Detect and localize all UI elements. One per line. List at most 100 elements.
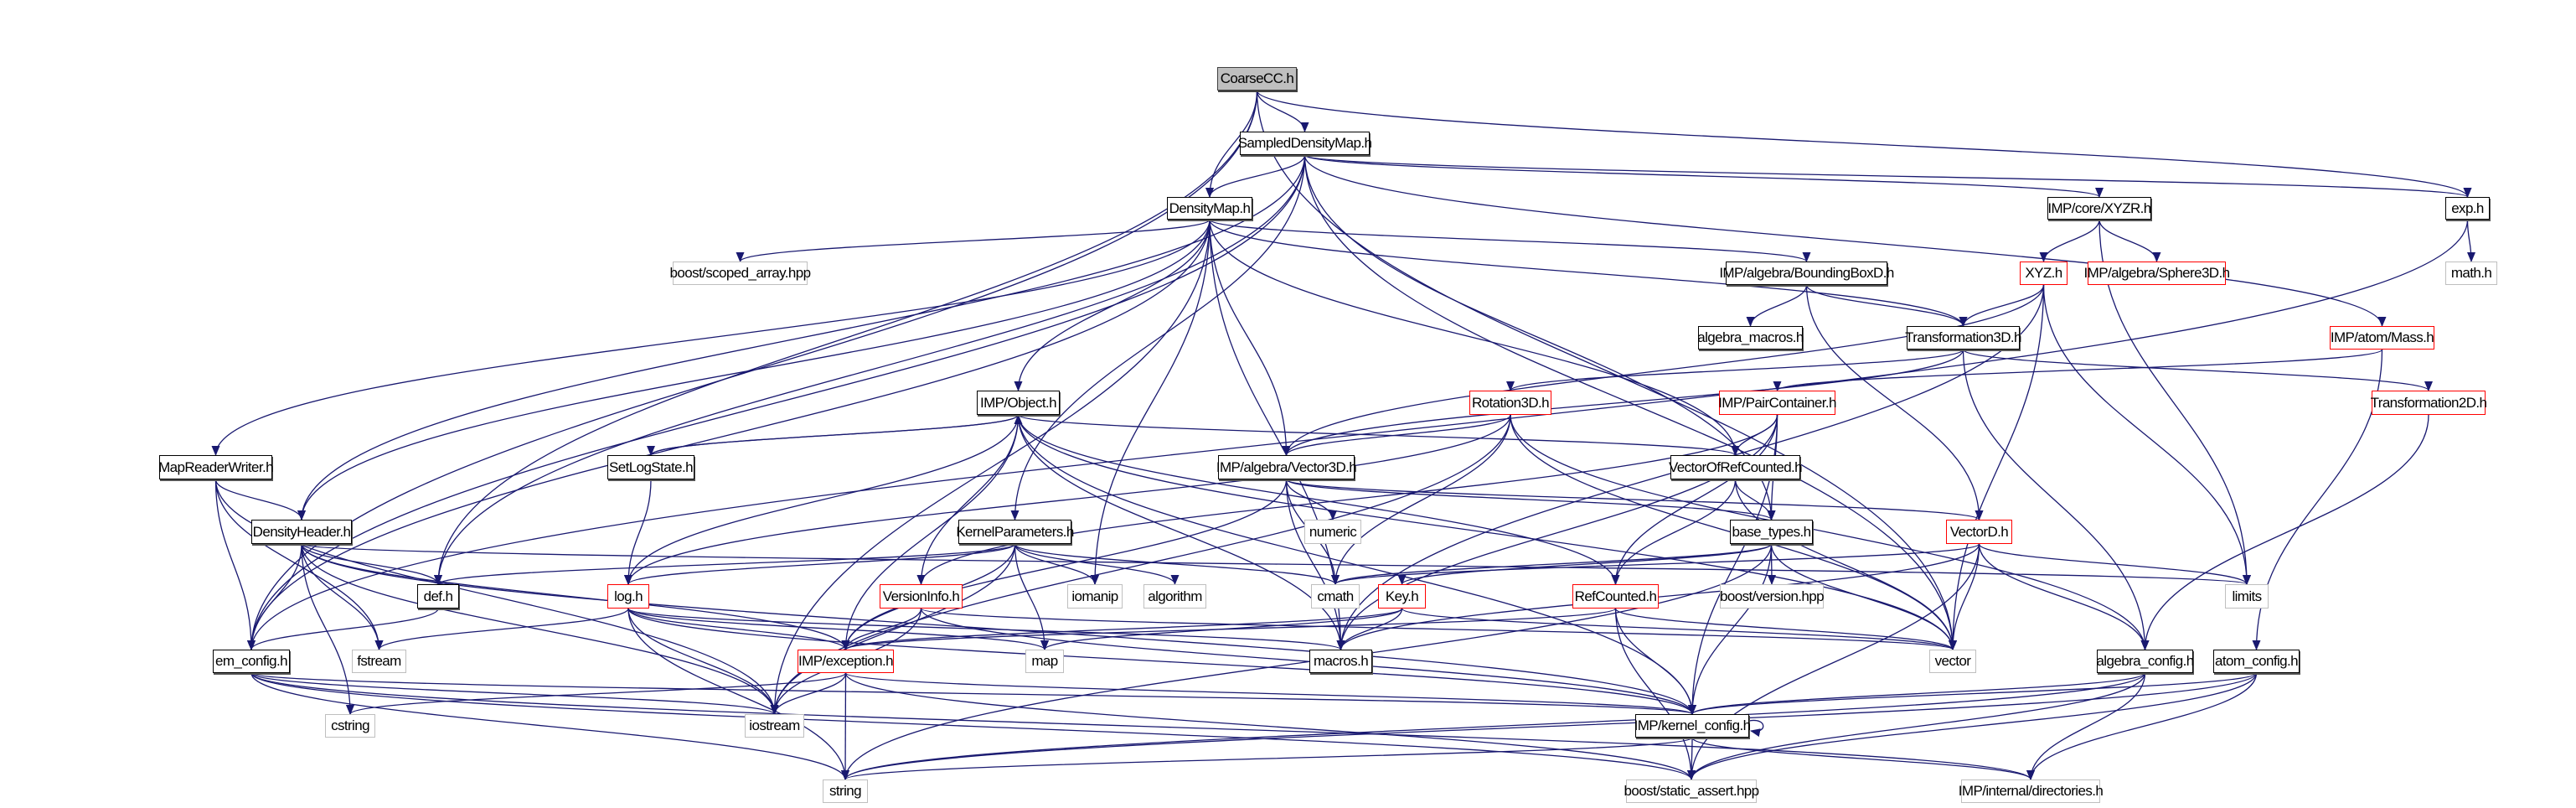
edge-rot-to-aconfig [1510,414,2150,650]
node-def[interactable]: def.h [417,584,459,609]
edge-t3d-to-aconfig [1962,349,2150,650]
node-exception[interactable]: IMP/exception.h [798,650,894,673]
edge-sampled-to-dheader [297,154,1306,521]
edge-xyzr-to-xyz [2039,219,2100,262]
edge-t3d-to-rot [1506,349,1964,391]
edge-sampled-to-mass [1303,154,2387,327]
node-vector: vector [1929,650,1976,673]
node-aconfig[interactable]: algebra_config.h [2096,650,2194,673]
node-coarsecc[interactable]: CoarseCC.h [1217,67,1297,91]
node-kparams[interactable]: KernelParameters.h [956,520,1074,544]
node-densitymap[interactable]: DensityMap.h [1167,197,1252,220]
node-kconfig[interactable]: IMP/kernel_config.h [1634,714,1751,738]
edge-xyz-to-v3d [1282,284,2045,456]
edge-sampled-to-exp [1303,154,2471,198]
node-sphere[interactable]: IMP/algebra/Sphere3D.h [2084,262,2230,285]
edge-xyzr-to-sphere [2098,219,2161,262]
node-vorc[interactable]: VectorOfRefCounted.h [1669,455,1803,479]
edge-log-to-exception [627,608,850,650]
edge-atomconfig-to-sassert [1687,672,2258,780]
node-mass[interactable]: IMP/atom/Mass.h [2330,326,2434,350]
edge-refcounted-to-vector [1614,608,1957,650]
node-setlog[interactable]: SetLogState.h [607,455,694,479]
edge-basetypes-to-cmath [1331,543,1773,585]
edge-log-to-iostream [627,608,779,715]
node-pair[interactable]: IMP/PairContainer.h [1718,391,1836,415]
node-log[interactable]: log.h [607,584,649,609]
edge-kparams-to-algorithm [1014,543,1180,585]
node-bbox[interactable]: IMP/algebra/BoundingBoxD.h [1719,262,1894,285]
edge-sampled-to-densitymap [1205,154,1306,198]
edge-def-to-emconfig [247,608,439,650]
edge-mass-to-pair [1773,349,2383,391]
edge-atomconfig-to-kconfig [1688,672,2258,715]
node-rot[interactable]: Rotation3D.h [1469,391,1551,415]
edge-key-to-exception [841,608,1403,650]
node-xyz[interactable]: XYZ.h [2020,262,2068,285]
edge-t2d-to-aconfig [2140,414,2429,650]
node-math: math.h [2445,262,2497,285]
edge-exception-to-string [841,672,850,780]
edge-coarsecc-to-sampled [1256,90,1309,132]
node-macros[interactable]: macros.h [1309,650,1372,673]
edge-sampled-to-kparams [1010,154,1306,521]
edge-vectord-to-cmath [1331,543,1980,585]
node-vectord[interactable]: VectorD.h [1946,520,2012,544]
edge-rot-to-cmath [1331,414,1511,585]
node-bversion: boost/version.hpp [1720,584,1825,609]
node-mrw[interactable]: MapReaderWriter.h [158,455,274,479]
edge-v3d-to-vectord [1285,479,1984,521]
node-basetypes[interactable]: base_types.h [1730,520,1813,544]
edge-object-to-exception [841,414,1020,650]
node-object[interactable]: IMP/Object.h [977,391,1060,415]
edge-basetypes-to-kconfig [1688,543,1773,715]
edge-atomconfig-to-dirs [2026,672,2258,780]
edge-dheader-to-exception [301,543,850,650]
edge-refcounted-to-kconfig [1614,608,1696,715]
edge-exception-to-iostream [770,672,847,715]
edge-sampled-to-xyzr [1303,154,2104,198]
node-t2d[interactable]: Transformation2D.h [2371,391,2487,415]
edge-xyz-to-t3d [1959,284,2045,327]
node-amacros[interactable]: algebra_macros.h [1697,326,1804,350]
edge-object-to-log [624,414,1020,585]
node-versioninfo[interactable]: VersionInfo.h [880,584,963,609]
node-sassert: boost/static_assert.hpp [1624,780,1759,803]
edge-kparams-to-cmath [1014,543,1340,585]
node-dheader[interactable]: DensityHeader.h [251,520,352,544]
edge-densitymap-to-scoped [736,219,1211,262]
edge-log-to-map [627,608,1049,650]
node-iostream: iostream [745,714,804,738]
node-v3d[interactable]: IMP/algebra/Vector3D.h [1216,455,1357,479]
edge-v3d-to-numeric [1285,479,1337,521]
node-key[interactable]: Key.h [1378,584,1426,609]
edge-dheader-to-fstream [301,543,384,650]
edge-basetypes-to-vector [1770,543,1957,650]
edge-key-to-vector [1401,608,1957,650]
edge-vorc-to-vector [1734,479,1957,650]
edge-vectord-to-aconfig [1978,543,2150,650]
edge-densitymap-to-iostream [770,219,1211,715]
edge-kconfig-to-string [841,737,1693,780]
edge-log-to-kconfig [627,608,1696,715]
node-xyzr[interactable]: IMP/core/XYZR.h [2047,197,2151,220]
edge-log-to-macros [627,608,1345,650]
edge-refcounted-to-sassert [1614,608,1696,780]
edge-vectord-to-vector [1949,543,1980,650]
node-string: string [823,780,868,803]
edge-densitymap-to-mrw [211,219,1211,456]
edge-dheader-to-cstring [301,543,354,715]
node-sampled[interactable]: SampledDensityMap.h [1238,132,1372,155]
edge-dheader-to-def [301,543,442,585]
edge-xyz-to-vector [1949,284,2045,650]
node-emconfig[interactable]: em_config.h [213,650,290,673]
node-exp[interactable]: exp.h [2445,197,2490,220]
node-t3d[interactable]: Transformation3D.h [1905,326,2022,350]
node-atomconfig[interactable]: atom_config.h [2213,650,2300,673]
edge-log-to-fstream [374,608,629,650]
edge-sampled-to-emconfig [247,154,1306,650]
node-refcounted[interactable]: RefCounted.h [1572,584,1659,609]
edge-emconfig-to-sassert [250,672,1696,780]
